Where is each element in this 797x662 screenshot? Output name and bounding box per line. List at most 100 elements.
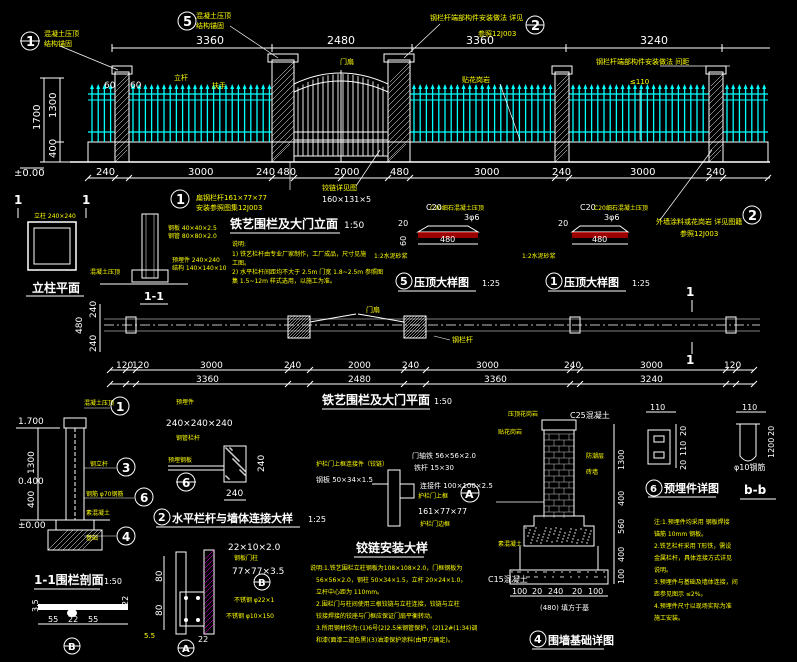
picket-tip	[108, 84, 113, 89]
section-1-1-big: 1.700 0.400 ±0.00 1300 400 混凝土压顶 钢立杆 钢筋 …	[16, 396, 154, 590]
rnote-2: 2.铁艺栏杆采用 T形铁，需设	[654, 542, 731, 550]
elev-bot-dim-6: 480	[390, 167, 409, 178]
picket-tip	[436, 84, 441, 89]
picket-tip	[682, 84, 687, 89]
elev-title: 铁艺围栏及大门立面	[230, 216, 338, 231]
embed-detail: 110 20 110 20 6 预埋件详图 110 20 1200 φ10钢筋 …	[645, 403, 776, 500]
elev-post-gate-right	[383, 53, 415, 163]
found-num: 4	[534, 633, 542, 646]
cap1-slope: 1:2水泥砂浆	[522, 252, 556, 260]
hinge-size-c: 钢板 50×34×1.5	[316, 475, 373, 484]
picket-tip	[449, 84, 454, 89]
elev-note-4: 集 1.5~12m 样式选用，以施工为准。	[232, 277, 336, 285]
deta-label-a: 钢板门柱	[234, 554, 258, 562]
sec11b-callout-6: 6	[134, 487, 154, 507]
picket-tip	[536, 84, 540, 89]
elev-post-gate-left	[267, 53, 299, 163]
elev-label-mesh: 结构锚固	[44, 39, 72, 48]
cap1-num: 1	[550, 275, 558, 288]
elevation-title-block: 铁艺围栏及大门立面 1:50 说明: 1) 铁艺栏杆由专业厂家制作，工厂成品，尺…	[230, 216, 383, 285]
picket-tip	[96, 84, 101, 89]
deta-size-top: 22×10×2.0	[228, 543, 281, 553]
picket-tip	[595, 84, 600, 89]
elev-label-gate: 门扇	[340, 57, 354, 66]
plan-dim-7: 3000	[476, 361, 499, 371]
picket-tip	[211, 84, 216, 89]
picket-tip	[193, 84, 197, 89]
picket-tip	[143, 84, 148, 89]
elev-bot-dim-7: 3000	[474, 167, 499, 178]
sec11b-level-top: 1.700	[18, 417, 44, 427]
elev-post-5	[705, 65, 727, 163]
deta-size-mid: 77×77×3.5	[232, 567, 284, 577]
picket-tip	[725, 84, 729, 89]
right-notes: 注:1.预埋件均采用 钢板焊接 锚筋 10mm 钢板。 2.铁艺栏杆采用 T形铁…	[654, 518, 738, 622]
sec11b-label-rebar: 钢筋 φ70钢筋	[86, 490, 124, 498]
plan-dim-6: 240	[402, 361, 419, 371]
picket-tip	[645, 84, 650, 89]
deta-dim-1: 80	[155, 570, 165, 582]
picket-tip	[131, 84, 135, 89]
picket-tip	[242, 84, 247, 89]
found-label-d: 防潮层	[586, 452, 604, 460]
plan-cut-top: 1	[686, 285, 694, 299]
picket-tip	[614, 84, 619, 89]
elev-bot-dim-5: 2000	[334, 167, 359, 178]
cap1-rebar: 3φ6	[604, 213, 619, 222]
rnote-0: 注:1.预埋件均采用 钢板焊接	[654, 518, 730, 526]
hinge-note-6: 和漆(面漆二道色黑)(3)油漆保护涂料(由甲方确定)。	[316, 636, 454, 644]
sec11b-dim-1300: 1300	[27, 451, 37, 474]
found-label-e: 砖墙	[586, 468, 598, 476]
elev-dim-60a: 60	[104, 81, 116, 91]
detail-a: 22×10×2.0 77×77×3.5 钢板门柱 不锈钢 φ22×1 不锈钢 φ…	[144, 543, 284, 657]
elev-level-zero: ±0.00	[14, 168, 45, 179]
plan-dim-9: 3000	[640, 361, 663, 371]
sec11b-dim-400: 400	[27, 491, 37, 508]
picket-tip	[651, 84, 656, 89]
elev-dim-60b: 60	[130, 81, 142, 91]
hinge-detail: 护栏门上框连接件（铰链） 门轴铁 56×56×2.0 铁杆 15×30 钢板 5…	[310, 451, 493, 644]
sec11s-label-d: 预埋件 240×240	[172, 256, 220, 264]
cap5-dim-20: 20	[398, 219, 408, 228]
elev-height-1300: 1300	[48, 93, 59, 118]
embed-bb-title: b-b	[744, 483, 767, 497]
picket-tip	[461, 84, 466, 89]
elev-label-top-ref: 参照12J003	[478, 29, 516, 38]
elev-label-rail: 扶手	[212, 81, 226, 90]
plan-total-4: 3240	[640, 375, 663, 385]
picket-tip	[261, 84, 266, 89]
embed-top-1: 110	[650, 403, 665, 412]
rw-label-a: 预埋件	[176, 398, 194, 406]
hinge-label-c: 护栏门边框	[420, 520, 450, 528]
plan-dim-3: 3000	[200, 361, 223, 371]
elev-label-stone: 贴花岗岩	[462, 75, 490, 84]
picket-tip	[174, 84, 179, 89]
cap1-label: C20细石混凝土压顶	[594, 204, 648, 212]
picket-tip	[548, 84, 553, 89]
elev-height-400: 400	[48, 139, 59, 158]
rw-num: 2	[158, 511, 166, 524]
elev-height-1700: 1700	[32, 105, 43, 130]
hinge-size-d: 连接件 100×100×2.5	[420, 481, 493, 490]
sec11b-scale: 1:50	[104, 577, 122, 586]
rw-label-c: 钢管栏杆	[176, 434, 200, 442]
sec11b-callout-3: 3	[116, 457, 136, 477]
picket-tip	[418, 84, 423, 89]
elev-label-cap-2: 混凝土压顶	[196, 11, 231, 20]
svg-text:6: 6	[182, 476, 190, 490]
elev-note-2: 工图。	[232, 260, 250, 267]
svg-text:1: 1	[26, 35, 35, 50]
embed-side-1: 20	[679, 426, 688, 436]
rnote-1: 锚筋 10mm 钢板。	[654, 530, 707, 538]
picket-tip	[737, 84, 742, 89]
picket-tip	[430, 84, 435, 89]
plan-dim-5: 2000	[348, 361, 371, 371]
cap5-slope: 1:2水泥砂浆	[374, 252, 408, 260]
rw-title: 水平栏杆与墙体连接大样	[172, 511, 293, 525]
rail-wall-detail: 预埋件 240×240×240 钢管栏杆 预埋钢板 240 240 6 2 水平…	[153, 398, 326, 528]
picket-tip	[602, 84, 606, 89]
sec11s-label-a: 混凝土压顶	[90, 268, 120, 276]
elev-bot-dim-1: 240	[96, 167, 115, 178]
found-label-g: 素混凝土	[498, 540, 522, 548]
picket-tip	[248, 84, 253, 89]
